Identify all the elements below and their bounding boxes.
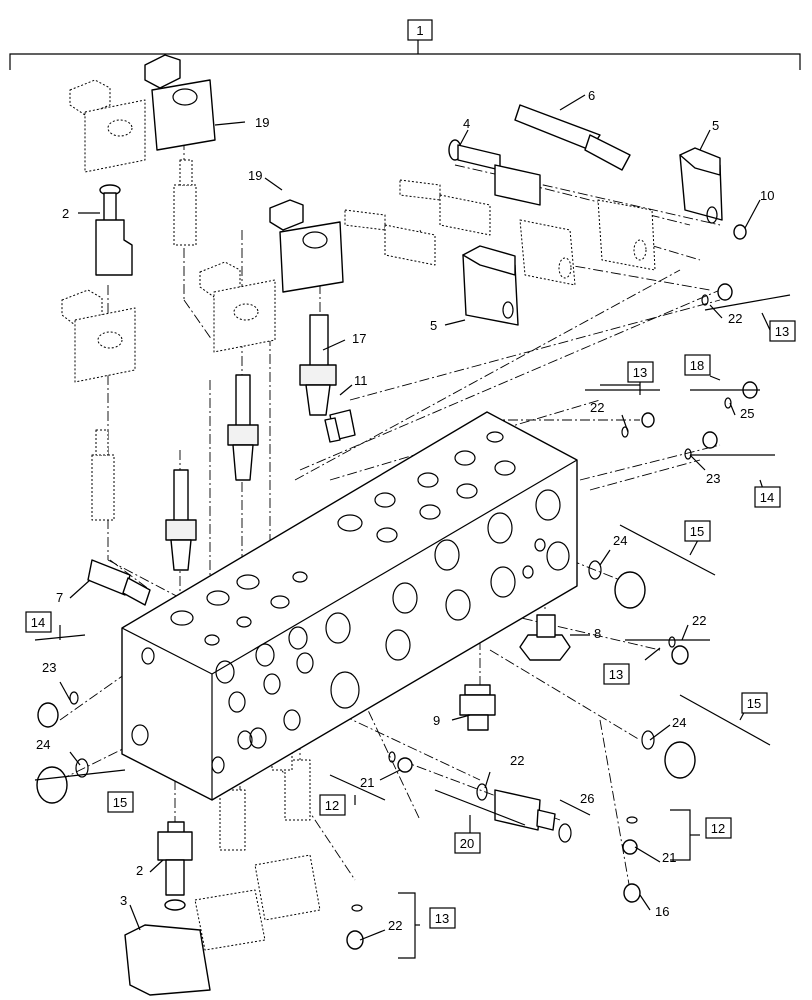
callout-2-bottom: 2 — [136, 863, 143, 878]
callout-24-right-top: 24 — [613, 533, 627, 548]
kit-12-right: 12 — [711, 821, 725, 836]
callout-25: 25 — [740, 406, 754, 421]
callout-8: 8 — [594, 626, 601, 641]
callout-4: 4 — [463, 116, 470, 131]
kit-15-left: 15 — [113, 795, 127, 810]
callout-19-mid: 19 — [248, 168, 262, 183]
kit-14-left: 14 — [31, 615, 45, 630]
cartridge-2-bottom-and-coil-3 — [124, 821, 211, 996]
callout-22-bottom: 22 — [388, 918, 402, 933]
kit-15-right-top: 15 — [690, 524, 704, 539]
callout-16: 16 — [655, 904, 669, 919]
callout-5-mid: 5 — [430, 318, 437, 333]
callout-9: 9 — [433, 713, 440, 728]
front-face-ports — [131, 489, 570, 774]
callout-22-right-mid: 22 — [590, 400, 604, 415]
callout-17: 17 — [352, 331, 366, 346]
kit-brackets — [34, 294, 791, 959]
cartridge-4 — [448, 139, 541, 206]
kit-12-center: 12 — [325, 798, 339, 813]
kit-14-right: 14 — [760, 490, 774, 505]
callout-21-low: 21 — [360, 775, 374, 790]
valve-cartridge-2-top — [95, 184, 133, 276]
solenoid-coil-5-top — [679, 147, 723, 224]
kit-18: 18 — [690, 358, 704, 373]
fitting-8 — [519, 614, 571, 661]
callout-24-left: 24 — [36, 737, 50, 752]
solenoid-coil-19-top — [144, 54, 216, 151]
callout-22-right-low: 22 — [692, 613, 706, 628]
callout-10: 10 — [760, 188, 774, 203]
assembly-bracket: 1 — [9, 19, 801, 70]
callout-23-left: 23 — [42, 660, 56, 675]
kit-13-upper: 13 — [633, 365, 647, 380]
callout-23-right: 23 — [706, 471, 720, 486]
pin-6 — [514, 104, 631, 171]
callout-19-top: 19 — [255, 115, 269, 130]
fitting-11 — [324, 409, 356, 443]
callout-22-center: 22 — [510, 753, 524, 768]
kit-15-right-low: 15 — [747, 696, 761, 711]
fitting-20-assembly — [494, 789, 572, 843]
callout-5-top: 5 — [712, 118, 719, 133]
solenoid-coil-5-mid — [462, 245, 519, 326]
callout-21-right: 21 — [662, 850, 676, 865]
plugs-and-seals — [36, 224, 758, 950]
callout-26: 26 — [580, 791, 594, 806]
callout-7: 7 — [56, 590, 63, 605]
callout-24-right-low: 24 — [672, 715, 686, 730]
valve-cartridge-17 — [299, 314, 337, 416]
kit-13-mid: 13 — [609, 667, 623, 682]
solenoid-coil-19-mid — [269, 199, 344, 293]
callout-6: 6 — [588, 88, 595, 103]
kit-20: 20 — [460, 836, 474, 851]
valve-cartridges-left — [165, 374, 259, 571]
leader-lines — [59, 94, 761, 941]
callout-22-upper-right: 22 — [728, 311, 742, 326]
callout-11: 11 — [354, 373, 368, 388]
part-callouts: 19 2 19 4 6 5 10 5 17 11 22 22 25 23 24 … — [36, 88, 774, 933]
callout-1: 1 — [416, 23, 423, 38]
top-face-ports — [170, 431, 516, 646]
manifold-block — [121, 411, 578, 801]
fitting-7 — [87, 559, 151, 606]
fitting-9 — [459, 684, 496, 731]
ghost-solenoid-coils — [61, 79, 656, 951]
kit-13-right: 13 — [775, 324, 789, 339]
callout-3: 3 — [120, 893, 127, 908]
kit-13-bottom: 13 — [435, 911, 449, 926]
kit-callouts: 13 13 18 14 15 13 15 14 15 12 20 12 13 — [25, 320, 796, 929]
callout-2-top: 2 — [62, 206, 69, 221]
